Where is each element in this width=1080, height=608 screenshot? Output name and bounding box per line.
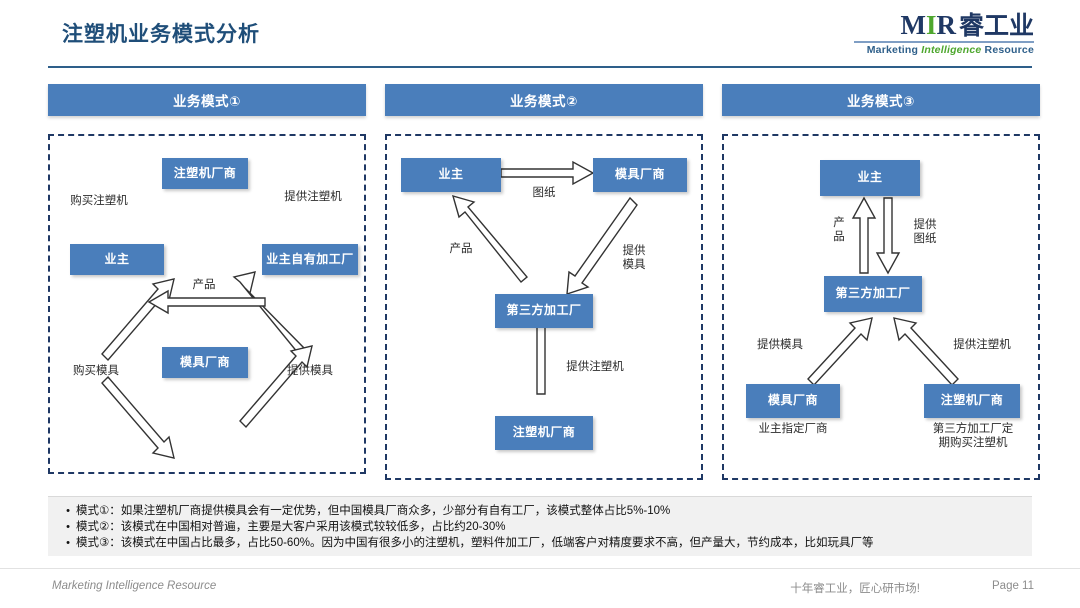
panel-3-body: 业主 第三方加工厂 模具厂商 注塑机厂商 产 品 提供 图纸 提供模具 提供注塑…: [722, 134, 1040, 480]
footer-page-number: Page 11: [992, 580, 1034, 592]
node-label: 注塑机厂商: [173, 165, 237, 180]
panel-1-node-injection-maker: 注塑机厂商: [162, 158, 248, 189]
panel-3-label-product: 产 品: [833, 217, 845, 244]
panel-1-node-mold-maker: 模具厂商: [162, 347, 248, 378]
node-label: 模具厂商: [767, 393, 818, 408]
bullet-item: • 模式②：该模式在中国相对普遍，主要是大客户采用该模式较较低多，占比约20-3…: [48, 519, 1032, 535]
panel-3-label-supply-drawing: 提供 图纸: [913, 219, 937, 246]
panel-3-arrows: [807, 196, 959, 387]
bullet-marker: •: [66, 505, 70, 517]
logo-brand-cn: 睿工业: [958, 12, 1034, 40]
panel-1-header: 业务模式①: [48, 84, 366, 116]
logo-tagline-post: Resource: [981, 44, 1034, 56]
panel-3-note-owner-designated: 业主指定厂商: [758, 423, 828, 435]
summary-bullets: • 模式①：如果注塑机厂商提供模具会有一定优势，但中国模具厂商众多，少部分有自有…: [48, 496, 1032, 556]
panel-1-arrows: [101, 271, 313, 459]
bullet-text: 模式①：如果注塑机厂商提供模具会有一定优势，但中国模具厂商众多，少部分有自有工厂…: [76, 505, 671, 517]
panel-2-label-supply-machine: 提供注塑机: [566, 361, 624, 373]
node-label: 第三方加工厂: [835, 286, 911, 301]
node-label: 业主: [857, 170, 883, 185]
node-label: 业主自有加工厂: [266, 251, 354, 266]
panel-1-label-buy-machine: 购买注塑机: [70, 195, 128, 207]
panel-1-body: 注塑机厂商 业主 业主自有加工厂 模具厂商 购买注塑机 提供注塑机 产品 购买模…: [48, 134, 366, 474]
panel-1-label-product: 产品: [192, 279, 216, 291]
logo-tagline: Marketing Intelligence Resource: [854, 44, 1034, 56]
panel-2-label-product: 产品: [449, 243, 473, 255]
panel-2-body: 业主 模具厂商 第三方加工厂 注塑机厂商 图纸 提供 模具 产品 提供注塑机: [385, 134, 703, 480]
panel-3-note-periodic-purchase: 第三方加工厂定 期购买注塑机: [932, 423, 1014, 450]
panel-1-node-owner-factory: 业主自有加工厂: [262, 244, 358, 275]
page-title: 注塑机业务模式分析: [62, 23, 260, 46]
bullet-marker: •: [66, 521, 70, 533]
node-label: 第三方加工厂: [506, 303, 582, 318]
panel-mode-2: 业务模式② 业主 模具厂商 第三方加工厂 注塑机厂商: [385, 84, 703, 480]
logo-letter-m: M: [900, 10, 926, 40]
panel-mode-1: 业务模式① 注塑机厂商 业主 业主自有加工厂: [48, 84, 366, 474]
panel-3-label-supply-machine: 提供注塑机: [953, 339, 1011, 351]
panel-1-label-buy-mold: 购买模具: [73, 365, 119, 377]
logo-divider: [854, 41, 1034, 43]
title-divider: [48, 66, 1032, 68]
node-label: 模具厂商: [179, 354, 230, 369]
footer-slogan: 十年睿工业，匠心研市场!: [790, 583, 920, 595]
node-label: 模具厂商: [614, 167, 665, 182]
panel-1-node-owner: 业主: [70, 244, 164, 275]
footer-tagline: Marketing Intelligence Resource: [52, 580, 217, 592]
bullet-text: 模式③：该模式在中国占比最多，占比50-60%。因为中国有很多小的注塑机，塑料件…: [76, 537, 874, 549]
panel-2-label-drawing: 图纸: [532, 187, 556, 199]
node-label: 业主: [438, 167, 464, 182]
panel-1-label-supply-machine: 提供注塑机: [284, 191, 342, 203]
panel-3-node-third-party-factory: 第三方加工厂: [824, 276, 922, 312]
panel-2-node-third-party-factory: 第三方加工厂: [495, 294, 593, 328]
logo-tagline-pre: Marketing: [866, 44, 922, 56]
footer-divider: [0, 568, 1080, 569]
bullet-item: • 模式③：该模式在中国占比最多，占比50-60%。因为中国有很多小的注塑机，塑…: [48, 535, 1032, 551]
panel-mode-3: 业务模式③ 业主 第三方加工厂 模具厂商 注塑机厂商: [722, 84, 1040, 480]
logo-tagline-em: Intelligence: [921, 44, 982, 56]
panel-2-label-supply-mold: 提供 模具: [622, 245, 646, 272]
bullet-marker: •: [66, 537, 70, 549]
panel-3-node-mold-maker: 模具厂商: [746, 384, 840, 418]
panel-2-arrows: [451, 160, 638, 395]
logo-letter-i: I: [925, 10, 937, 40]
node-label: 业主: [104, 251, 130, 266]
panel-1-label-supply-mold: 提供模具: [287, 365, 333, 377]
panel-3-node-owner: 业主: [820, 160, 920, 196]
panel-3-node-injection-maker: 注塑机厂商: [924, 384, 1020, 418]
bullet-text: 模式②：该模式在中国相对普遍，主要是大客户采用该模式较较低多，占比约20-30%: [76, 521, 506, 533]
panel-3-label-supply-mold: 提供模具: [757, 339, 803, 351]
node-label: 注塑机厂商: [512, 425, 576, 440]
panel-2-node-mold-maker: 模具厂商: [593, 158, 687, 192]
logo-letter-r: R: [936, 10, 956, 40]
panel-3-header: 业务模式③: [722, 84, 1040, 116]
bullet-item: • 模式①：如果注塑机厂商提供模具会有一定优势，但中国模具厂商众多，少部分有自有…: [48, 503, 1032, 519]
panel-2-header: 业务模式②: [385, 84, 703, 116]
panel-2-node-injection-maker: 注塑机厂商: [495, 416, 593, 450]
node-label: 注塑机厂商: [940, 393, 1004, 408]
panel-2-node-owner: 业主: [401, 158, 501, 192]
